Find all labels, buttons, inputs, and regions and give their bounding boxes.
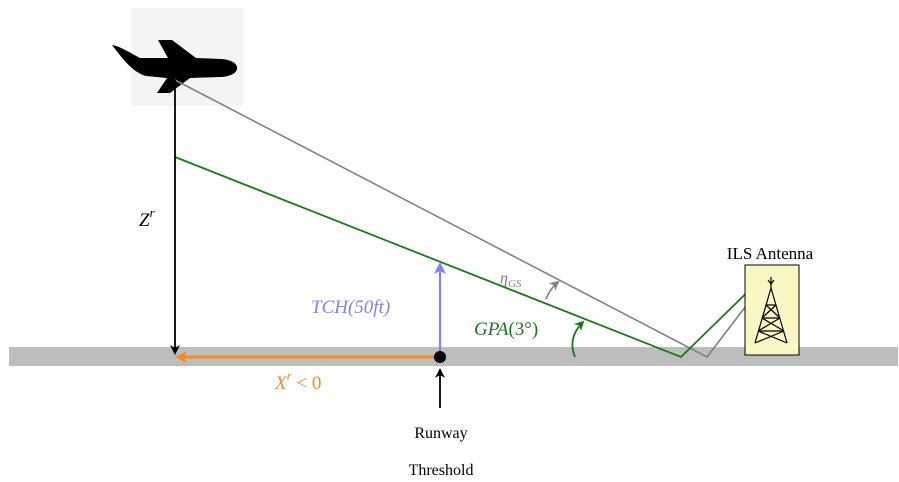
runway [9,347,898,366]
radio-tower-icon [754,277,788,344]
glide-path-line [174,156,771,359]
tch-label: TCH(50ft) [311,297,390,318]
threshold-label-line2: Threshold [409,462,474,479]
x-label: Xr < 0 [274,368,321,394]
ils-antenna [744,264,800,356]
eta-angle-arc [545,280,560,300]
gpa-angle-arc [571,320,585,358]
antenna-label: ILS Antenna [727,244,814,263]
z-label: Zr [139,205,156,231]
aircraft-to-antenna-line [174,79,776,359]
aircraft-icon [112,8,243,106]
threshold-label-line1: Runway [414,425,467,442]
eta-label: ηGS [500,270,522,290]
threshold-point [434,351,446,363]
gpa-label: GPA(3°) [474,319,538,340]
